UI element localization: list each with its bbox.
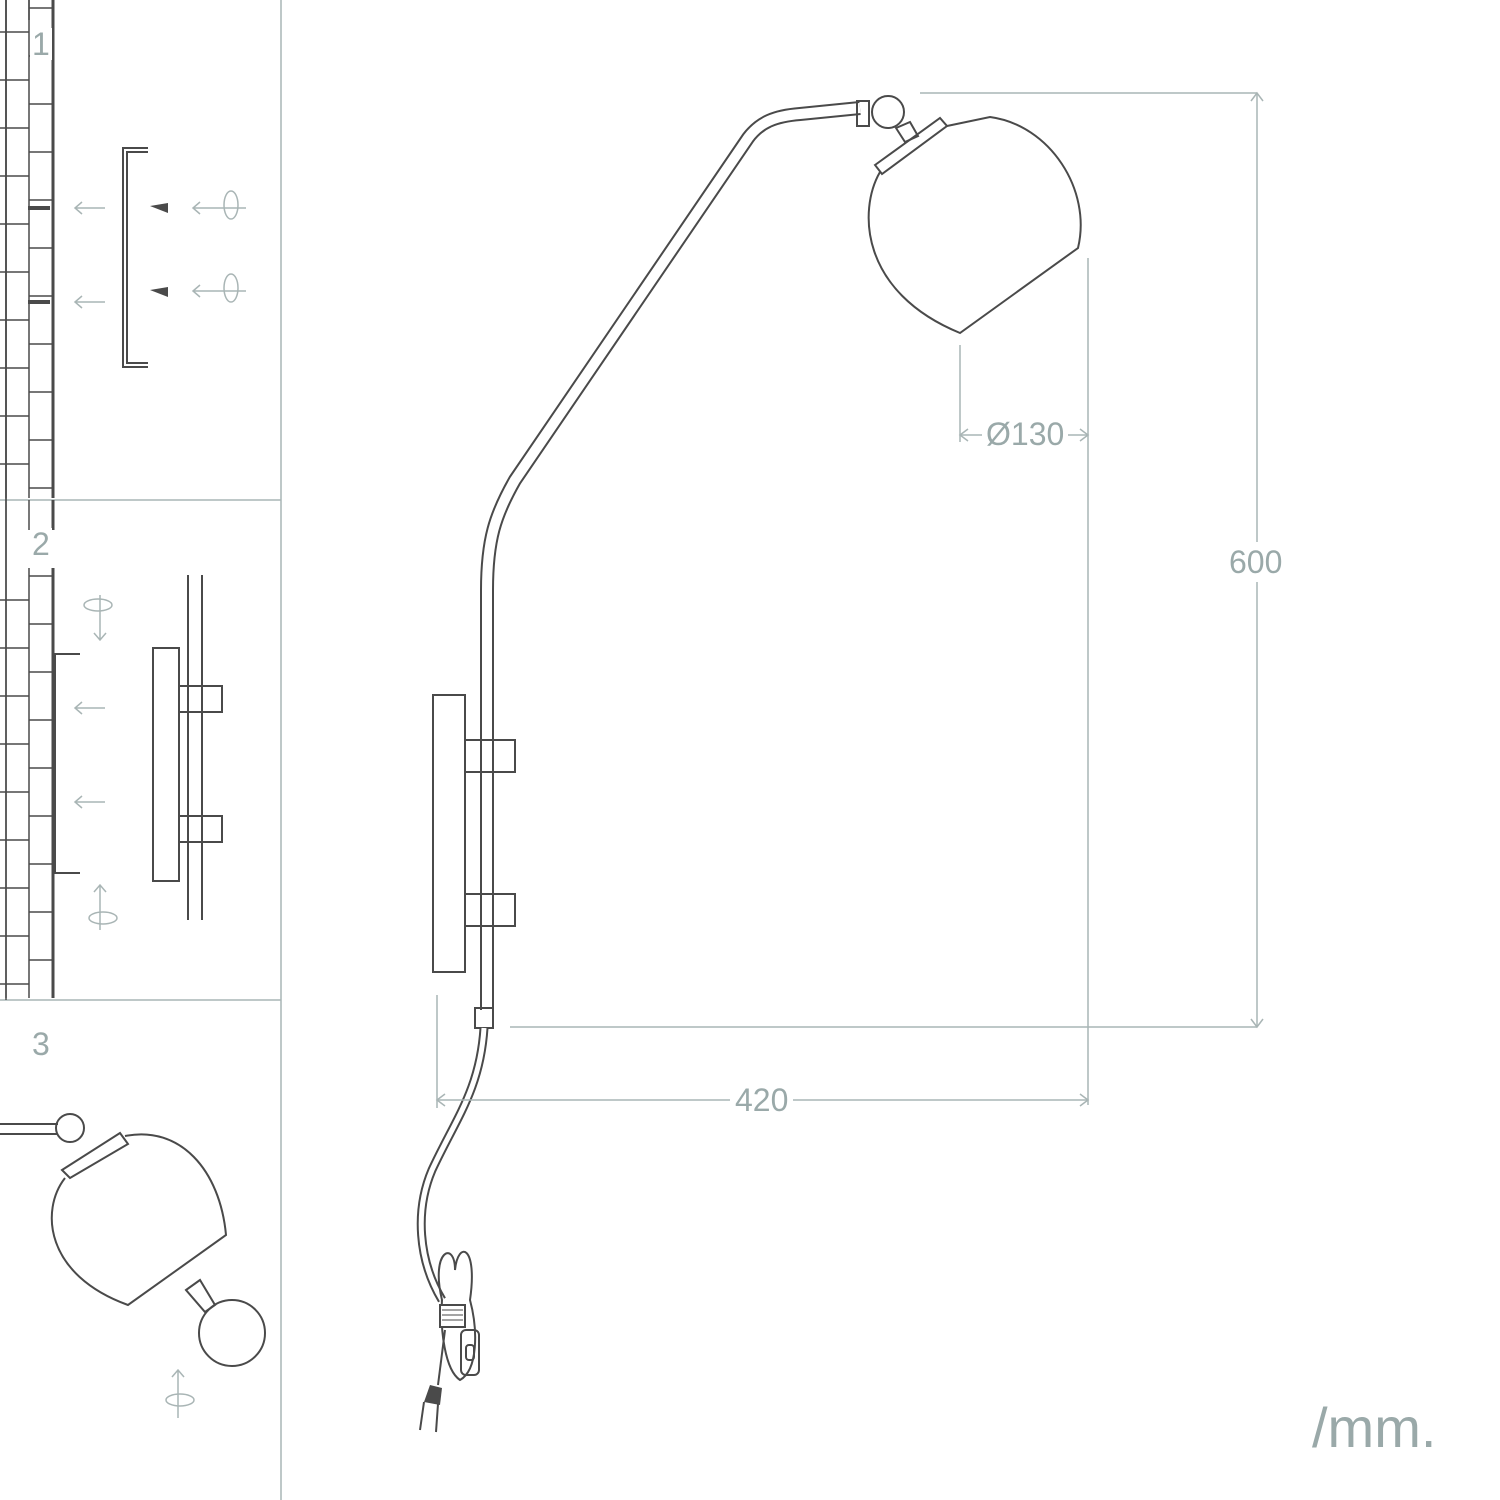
height-label: 600	[1227, 542, 1285, 582]
power-cable	[416, 1027, 489, 1433]
step2-arrows	[73, 595, 118, 930]
step1-arrows	[73, 190, 246, 309]
unit-label: /mm.	[1312, 1396, 1437, 1459]
width-label: 420	[730, 1084, 794, 1116]
step-number-2: 2	[30, 526, 52, 562]
step2-bracket	[54, 653, 80, 874]
step2-mount	[152, 575, 223, 920]
lamp-joint	[856, 95, 920, 144]
shade-diameter-label: Ø130	[982, 418, 1069, 450]
step1-bracket	[122, 147, 148, 368]
dimension-lines	[435, 91, 1264, 1108]
wall-plate	[432, 694, 516, 1029]
brick-wall	[0, 0, 55, 1000]
step3-lamp-head	[0, 1113, 228, 1307]
step-number-1: 1	[30, 26, 52, 62]
step-number-3: 3	[30, 1026, 52, 1062]
step1-screws	[28, 203, 168, 304]
panel-dividers	[0, 0, 282, 1500]
step3-bulb	[184, 1278, 266, 1367]
lamp-shade	[867, 115, 1082, 335]
lamp-arm	[480, 101, 861, 1010]
step3-arrow	[165, 1368, 195, 1418]
